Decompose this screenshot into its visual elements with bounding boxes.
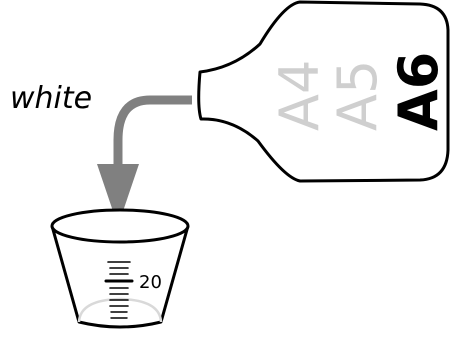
bottle-outline	[197, 0, 450, 183]
color-word-label: white	[10, 81, 92, 116]
cup-rim	[50, 208, 190, 244]
bottle-label-a5: A5	[326, 60, 389, 131]
pour-arrow-shaft	[113, 95, 192, 178]
pour-arrow	[97, 95, 192, 226]
bottle-label-a4: A4	[268, 60, 331, 131]
measuring-cup: 20	[50, 208, 190, 329]
cup-graduation-marks	[104, 261, 134, 319]
pour-arrow-head	[97, 164, 139, 226]
cup-body	[50, 225, 190, 329]
cup-volume-mark: 20	[139, 272, 162, 293]
bottle-label-a6: A6	[387, 52, 450, 131]
cup-base-line	[77, 297, 163, 323]
bottle: A4 A5 A6	[197, 0, 450, 183]
